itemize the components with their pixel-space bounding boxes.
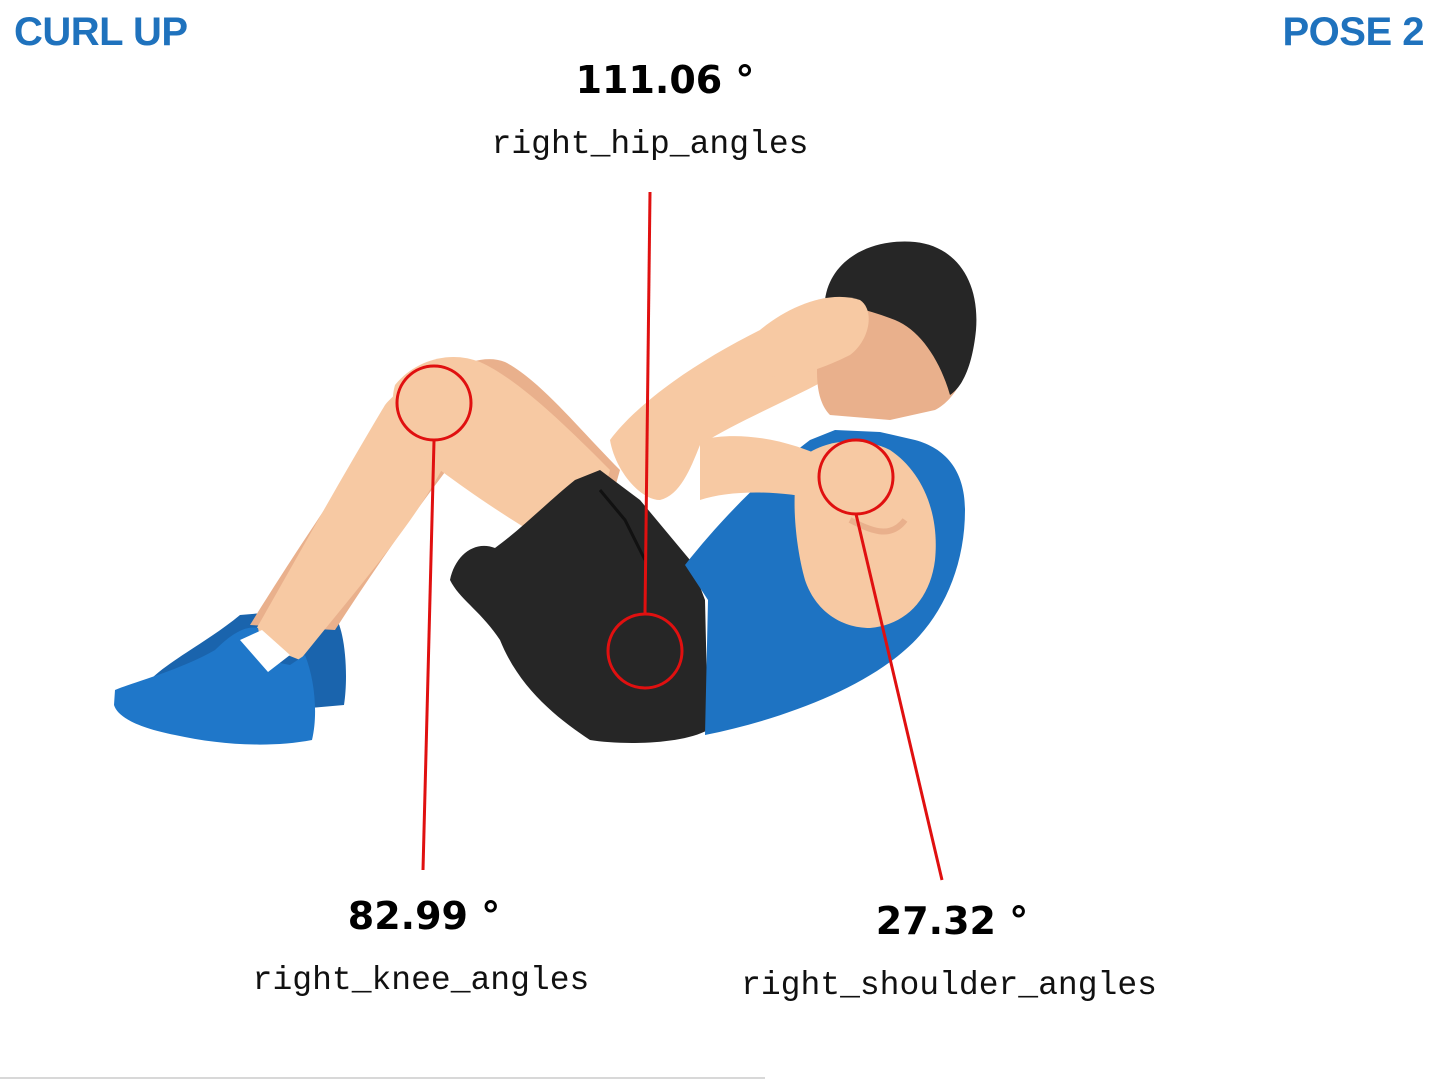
knee-angle-label: right_knee_angles [252, 962, 590, 999]
hip-angle-label: right_hip_angles [491, 126, 809, 163]
shoulder-angle-value: 27.32 ° [875, 899, 1029, 943]
shoulder-joint-marker [817, 438, 895, 516]
knee-joint-marker [395, 364, 473, 442]
knee-angle-value: 82.99 ° [347, 894, 501, 938]
hip-angle-value: 111.06 ° [575, 58, 755, 102]
right-shin-icon [250, 379, 464, 660]
pose-title: POSE 2 [1282, 10, 1424, 54]
upper-arm-icon [794, 441, 936, 628]
joint-markers [395, 364, 895, 690]
head-icon [760, 241, 977, 420]
knee-leader-line [421, 440, 436, 871]
hip-leader-line [643, 191, 652, 615]
shoulder-angle-label: right_shoulder_angles [741, 967, 1157, 1004]
right-shoe-icon [114, 627, 316, 745]
shorts-icon [450, 470, 708, 743]
bottom-divider [0, 1077, 765, 1079]
shoulder-leader-line [854, 513, 944, 881]
annotation-lines [421, 191, 944, 881]
hip-joint-marker [606, 612, 684, 690]
exercise-title: CURL UP [14, 10, 188, 54]
